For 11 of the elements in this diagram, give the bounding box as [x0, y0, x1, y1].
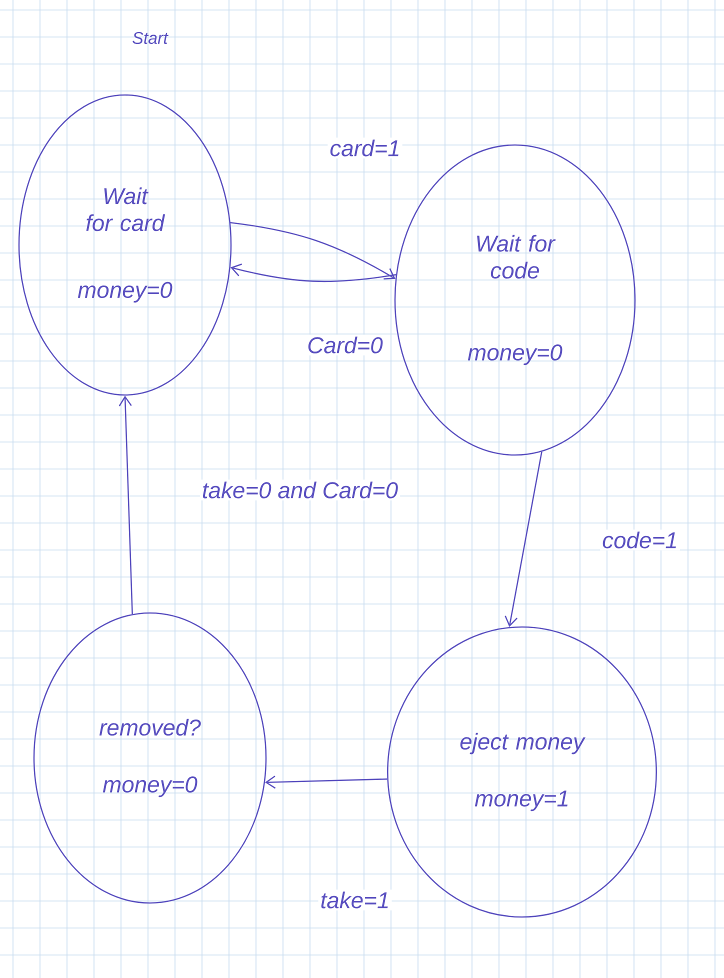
arrow — [230, 264, 396, 282]
start-label: Start — [132, 32, 168, 44]
edge-label: take=0 and Card=0 — [200, 480, 400, 500]
arrow — [264, 776, 388, 789]
edge-label: take=1 — [318, 890, 392, 910]
arrow — [230, 222, 396, 280]
edge-label: Card=0 — [305, 334, 385, 356]
edge-label: code=1 — [600, 530, 680, 550]
arrow — [118, 396, 133, 614]
arrow — [504, 452, 542, 627]
edge-label: card=1 — [328, 138, 402, 158]
